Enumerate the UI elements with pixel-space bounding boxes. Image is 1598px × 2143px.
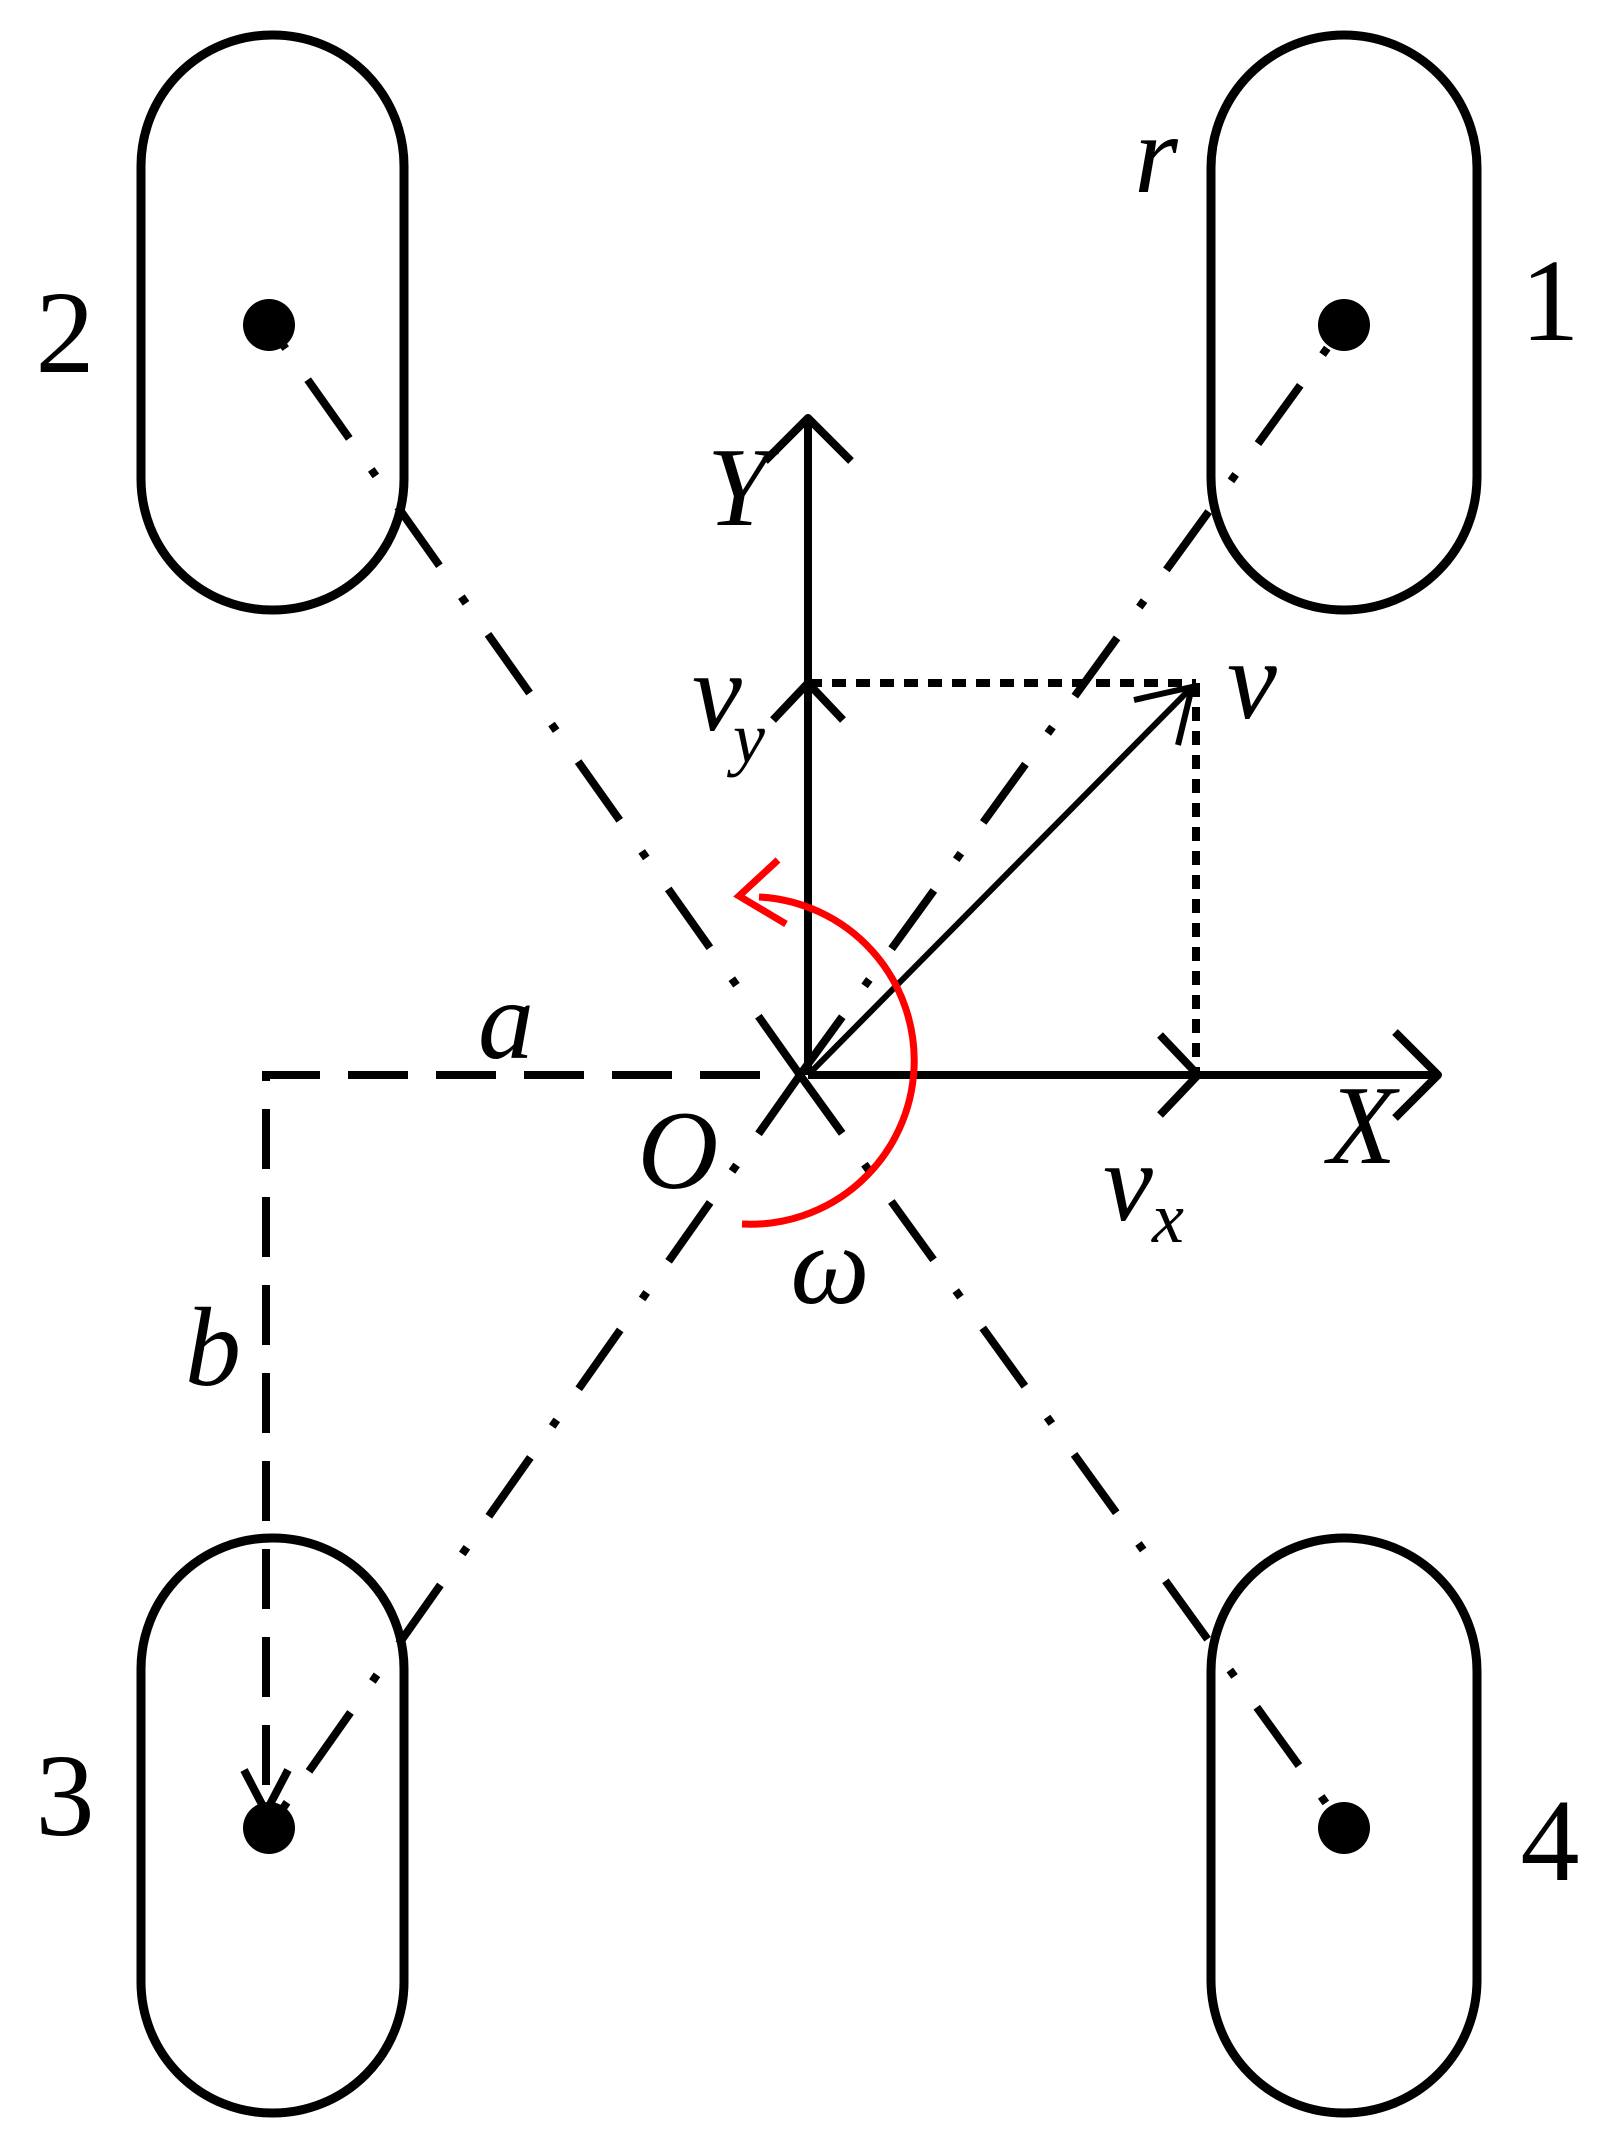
omega-label: ω [790,1204,869,1328]
radius-label: r [1134,93,1178,217]
velocity-vector [805,686,1193,1078]
vy-label: v y [692,631,765,778]
vx-label-subscript: x [1151,1178,1184,1258]
wheel-1 [1206,30,1482,615]
x-axis-label: X [1324,1064,1401,1188]
vx-label: v x [1103,1121,1184,1258]
dimension-lines-a-b [262,1071,760,1810]
wheel-1-center [1318,299,1370,351]
wheel-4-center [1318,1802,1370,1854]
vy-label-subscript: y [726,698,765,778]
wheel-4-label: 4 [1521,1775,1580,1906]
wheel-1-label: 1 [1521,235,1580,366]
rotation-arc [741,893,918,1228]
diagonal-to-wheel-3 [265,1072,804,1831]
wheel-2-center [243,299,295,351]
wheel-3-center [243,1802,295,1854]
dimension-b-arrowhead [240,1768,292,1816]
y-axis-arrowhead [762,414,854,464]
wheel-3 [136,1533,409,2118]
velocity-label: v [1227,619,1277,743]
wheel-2 [136,30,409,615]
vx-label-base: v [1103,1121,1153,1245]
dimension-a-label: a [478,959,534,1083]
diagonal-to-wheel-4 [796,1072,1348,1831]
y-axis-label: Y [707,426,780,550]
origin-label: O [638,1089,719,1213]
dimension-b-label: b [185,1286,241,1410]
velocity-arrowhead [1133,683,1197,746]
wheel-4 [1206,1533,1482,2118]
vy-label-base: v [692,631,742,755]
x-axis-arrowhead [1392,1029,1442,1121]
wheel-2-label: 2 [36,267,95,398]
wheel-3-label: 3 [36,1730,95,1861]
rotation-arrowhead [733,857,788,928]
